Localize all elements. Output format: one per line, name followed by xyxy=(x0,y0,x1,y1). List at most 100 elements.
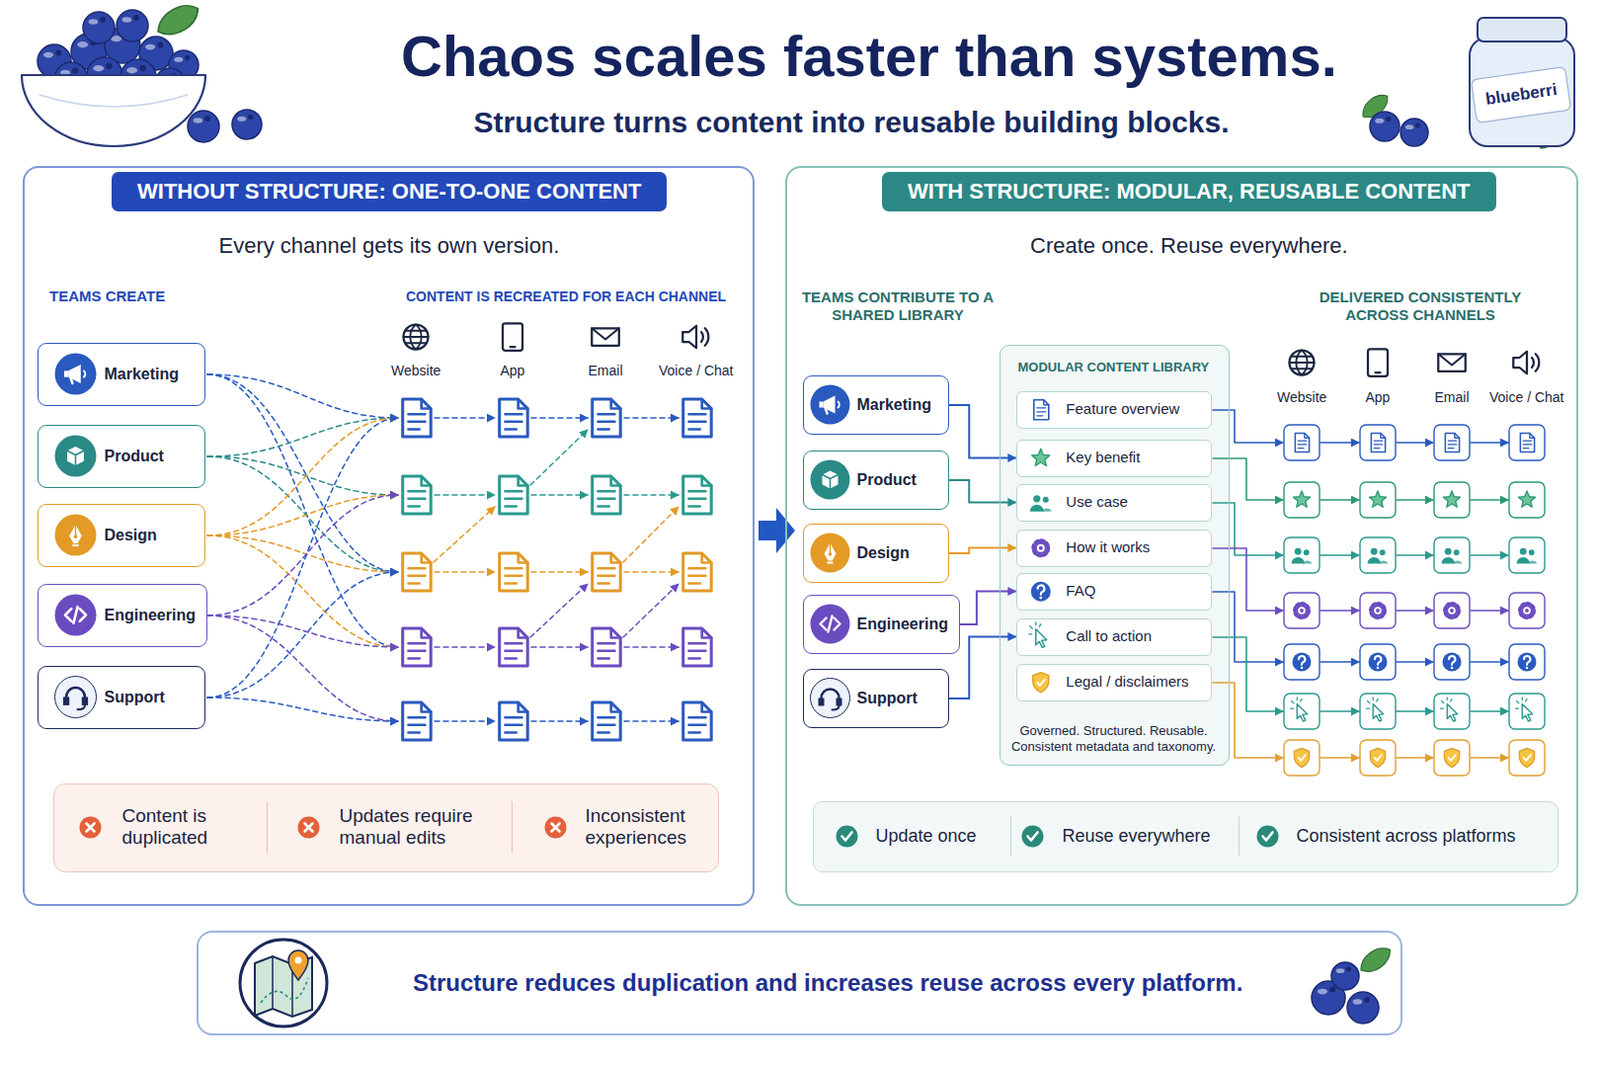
channel-tile xyxy=(1434,537,1470,573)
icon-stroke xyxy=(1040,507,1051,511)
node-icon-group xyxy=(80,801,567,854)
cursor-icon xyxy=(1028,621,1046,647)
benefit-text: Update once xyxy=(876,825,977,848)
doc-icon xyxy=(683,702,713,740)
icon-stroke xyxy=(1513,351,1527,375)
head-icon xyxy=(818,689,843,711)
icon-stroke xyxy=(591,327,620,346)
blueberry-body xyxy=(1369,111,1400,142)
phone-icon xyxy=(1367,348,1388,377)
mail-icon xyxy=(1438,353,1466,372)
icon-stroke xyxy=(611,399,622,409)
blueberry-crown xyxy=(204,115,211,122)
team-name: Marketing xyxy=(857,395,933,414)
node-icon-group xyxy=(1032,671,1048,692)
blueberry-crown xyxy=(1385,116,1391,122)
icon-stroke xyxy=(402,628,432,666)
icon-stroke xyxy=(1523,655,1530,665)
icon-dot xyxy=(1524,608,1529,613)
icon-stroke xyxy=(1367,348,1388,377)
doc-icon xyxy=(1444,433,1459,453)
team-icon-disc xyxy=(810,385,851,425)
doc-icon xyxy=(683,553,713,591)
icon-stroke xyxy=(597,413,615,429)
icon-stroke xyxy=(78,705,85,710)
library-note: Governed. Structured. Reusable. Consiste… xyxy=(1004,722,1224,754)
flow-arrow xyxy=(624,493,679,496)
node-icon-group xyxy=(240,939,1396,1027)
panel-subheading: Create once. Reuse everywhere. xyxy=(1030,233,1349,259)
flow-arrow xyxy=(1470,609,1509,612)
flow-arrow xyxy=(624,416,679,419)
channel-tile xyxy=(1283,424,1320,461)
content-module: Use case xyxy=(1016,483,1212,522)
icon-stroke xyxy=(305,823,314,832)
icon-stroke xyxy=(1032,671,1048,692)
doc-icon xyxy=(592,399,622,437)
question-icon xyxy=(1368,652,1388,672)
icon-stroke xyxy=(591,327,620,339)
panel: MarketingProductDesignEngineeringSupport… xyxy=(22,165,755,906)
node-icon-group xyxy=(55,435,97,478)
doc-icon xyxy=(1294,433,1309,453)
channel-tile xyxy=(1283,739,1320,776)
icon-dot xyxy=(1442,652,1462,672)
module-name: Legal / disclaimers xyxy=(1065,672,1189,691)
icon-stroke xyxy=(683,628,713,666)
team-name: Support xyxy=(104,687,165,707)
doc-icon xyxy=(592,628,622,666)
icon-stroke xyxy=(421,628,432,639)
doc-icon xyxy=(683,476,713,514)
icon-dot xyxy=(1528,549,1535,556)
node-icons xyxy=(1017,573,1213,612)
column-heading: CONTENT IS RECREATED FOR EACH CHANNEL xyxy=(405,288,726,306)
library-fill xyxy=(999,344,1230,766)
icon-stroke xyxy=(1294,433,1309,453)
doc-icon xyxy=(1520,433,1534,453)
icon-dot xyxy=(1030,580,1050,601)
icon-dot xyxy=(80,816,102,839)
icon-stroke xyxy=(597,717,615,732)
icon-dot xyxy=(1446,605,1457,616)
doc-icon xyxy=(402,702,432,740)
icon-stroke xyxy=(1290,697,1302,709)
blueberry-body xyxy=(232,109,262,140)
channel-name: Voice / Chat xyxy=(658,362,734,380)
icon-dot xyxy=(1372,605,1383,616)
blueberry-shine xyxy=(1317,988,1328,995)
content-module: FAQ xyxy=(1016,572,1212,611)
channel-name: App xyxy=(1365,389,1391,406)
blueberry-crown xyxy=(1329,985,1336,992)
icon-stroke xyxy=(592,702,622,740)
icon-stroke xyxy=(1438,353,1466,372)
team-name: Marketing xyxy=(104,364,180,384)
team-name: Engineering xyxy=(857,614,949,634)
team-icon-disc xyxy=(810,678,851,719)
speaker-icon xyxy=(682,325,709,349)
flow-arrow xyxy=(531,570,588,573)
doc-icon xyxy=(499,476,529,514)
module-name: Call to action xyxy=(1065,627,1152,645)
doc-icon xyxy=(1370,433,1385,453)
cursor-icon xyxy=(1516,697,1533,721)
jar-body xyxy=(1469,37,1575,147)
icon-stroke xyxy=(1028,832,1039,841)
channel-tile xyxy=(1360,424,1396,461)
icon-stroke xyxy=(1447,440,1457,449)
ck-icon xyxy=(836,825,859,848)
icon-stroke xyxy=(1367,557,1381,564)
icon-stroke xyxy=(592,399,622,437)
icon-dot xyxy=(1303,549,1310,556)
icon-stroke xyxy=(518,399,529,409)
star-icon xyxy=(1368,490,1386,507)
icon-stroke xyxy=(1378,560,1389,564)
node-icon-group xyxy=(810,460,851,500)
doc-icon xyxy=(1033,399,1048,419)
flow-arrow xyxy=(1320,498,1360,501)
summary-text: Structure reduces duplication and increa… xyxy=(412,968,1243,998)
flow-arrow xyxy=(530,429,588,485)
blueberry-crown xyxy=(157,41,163,48)
blueberry-body xyxy=(1331,961,1360,990)
icon-stroke xyxy=(86,823,95,832)
